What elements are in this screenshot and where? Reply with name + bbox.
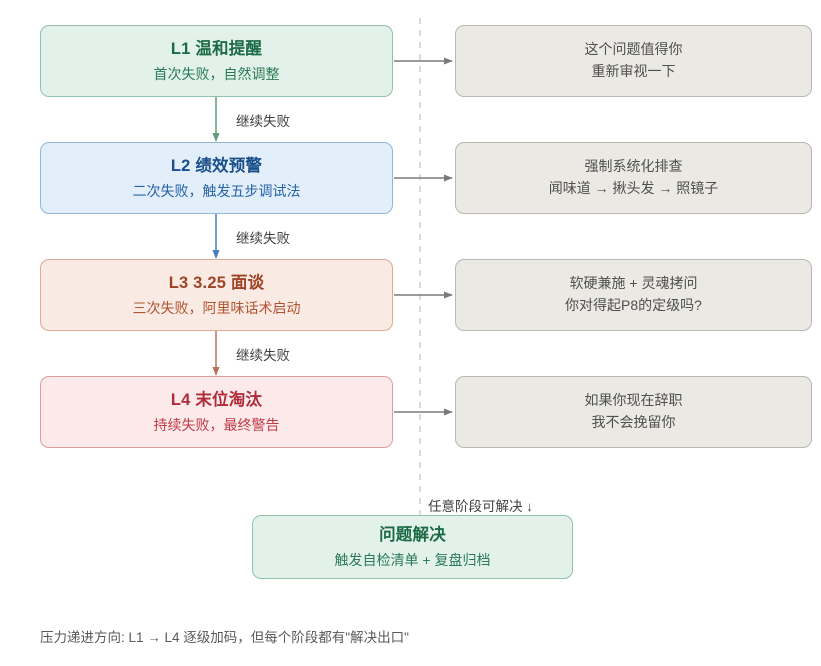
level-subtitle-l1: 首次失败，自然调整	[153, 65, 280, 82]
note-line-1b: 重新审视一下	[591, 63, 676, 79]
level-box-l2[interactable]: L2 绩效预警 二次失败，触发五步调试法	[40, 142, 393, 214]
level-box-l3[interactable]: L3 3.25 面谈 三次失败，阿里味话术启动	[40, 259, 393, 331]
level-title-l2: L2 绩效预警	[170, 157, 263, 176]
level-subtitle-l3: 三次失败，阿里味话术启动	[132, 299, 301, 316]
solution-box[interactable]: 问题解决 触发自检清单 + 复盘归档	[252, 515, 573, 579]
note-box-l1[interactable]: 这个问题值得你 重新审视一下	[455, 25, 812, 97]
level-box-l1[interactable]: L1 温和提醒 首次失败，自然调整	[40, 25, 393, 97]
note-line-2a: 强制系统化排查	[584, 158, 683, 175]
level-title-l4: L4 末位淘汰	[170, 391, 263, 410]
note-line-4b: 我不会挽留你	[591, 414, 676, 430]
note-line-1a: 这个问题值得你	[584, 41, 683, 58]
note-box-l4[interactable]: 如果你现在辞职 我不会挽留你	[455, 376, 812, 448]
edge-label-l1-l2: 继续失败	[236, 114, 290, 129]
solution-title: 问题解决	[379, 526, 446, 545]
note-box-l3[interactable]: 软硬兼施 + 灵魂拷问 你对得起P8的定级吗?	[455, 259, 812, 331]
level-title-l1: L1 温和提醒	[170, 40, 263, 59]
level-subtitle-l4: 持续失败，最终警告	[153, 416, 280, 433]
edge-label-l3-l4: 继续失败	[236, 348, 290, 363]
note-line-3a: 软硬兼施 + 灵魂拷问	[569, 275, 698, 292]
edge-label-l2-l3: 继续失败	[236, 231, 290, 246]
note-box-l2[interactable]: 强制系统化排查 闻味道 → 揪头发 → 照镜子	[455, 142, 812, 214]
level-subtitle-l2: 二次失败，触发五步调试法	[132, 182, 301, 199]
solution-entry-label: 任意阶段可解决 ↓	[428, 499, 534, 514]
level-title-l3: L3 3.25 面谈	[168, 274, 265, 293]
level-box-l4[interactable]: L4 末位淘汰 持续失败，最终警告	[40, 376, 393, 448]
note-line-4a: 如果你现在辞职	[584, 392, 683, 409]
note-line-2b: 闻味道 → 揪头发 → 照镜子	[548, 180, 719, 196]
solution-subtitle: 触发自检清单 + 复盘归档	[334, 551, 491, 568]
note-line-3b: 你对得起P8的定级吗?	[565, 297, 702, 313]
footer-note: 压力递进方向: L1 → L4 逐级加码，但每个阶段都有"解决出口"	[40, 630, 409, 645]
